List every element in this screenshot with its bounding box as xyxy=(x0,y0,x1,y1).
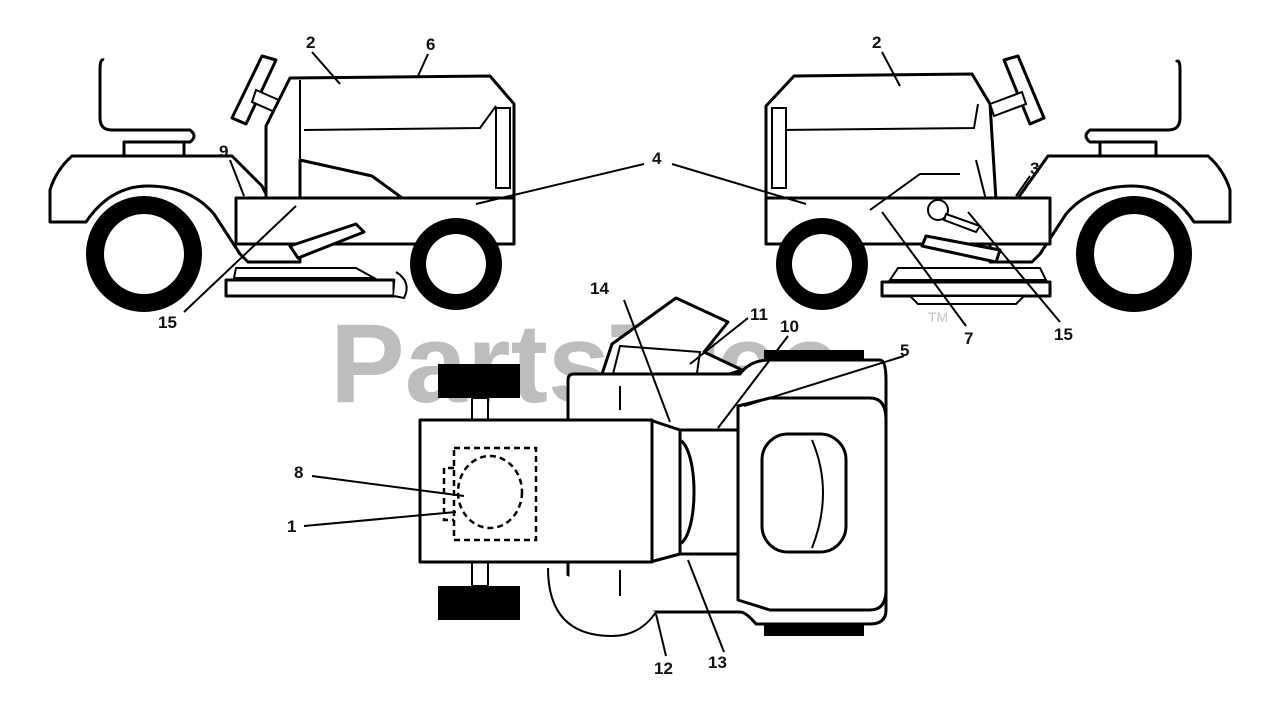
callout-10: 10 xyxy=(780,317,799,336)
callout-12: 12 xyxy=(654,659,673,678)
steering-wheel-right xyxy=(1002,54,1046,126)
tractor-top-view xyxy=(418,296,888,638)
callouts: 2 6 9 15 4 2 3 7 15 14 11 10 5 8 1 12 13 xyxy=(158,33,1073,678)
callout-8: 8 xyxy=(294,463,303,482)
seat-right xyxy=(1084,59,1182,158)
callout-15-right: 15 xyxy=(1054,325,1073,344)
callout-7: 7 xyxy=(964,329,973,348)
seat-left xyxy=(98,58,196,158)
callout-9: 9 xyxy=(219,142,228,161)
callout-6: 6 xyxy=(426,35,435,54)
callout-13: 13 xyxy=(708,653,727,672)
tractor-right-side-view xyxy=(764,54,1232,312)
callout-2-left: 2 xyxy=(306,33,315,52)
callout-11: 11 xyxy=(750,305,768,324)
steering-wheel-left xyxy=(230,54,278,126)
callout-5: 5 xyxy=(900,341,909,360)
watermark-trademark: TM xyxy=(928,309,948,325)
callout-3: 3 xyxy=(1030,159,1039,178)
hood-left xyxy=(264,74,516,212)
hood-right xyxy=(764,72,998,212)
mower-deck-right xyxy=(880,280,1052,298)
leader-lines xyxy=(183,51,1061,657)
tractor-left-side-view xyxy=(48,54,516,312)
callout-2-right: 2 xyxy=(872,33,881,52)
callout-1: 1 xyxy=(287,517,296,536)
callout-4: 4 xyxy=(652,149,662,168)
mower-deck-left xyxy=(224,278,396,298)
callout-15-left: 15 xyxy=(158,313,177,332)
callout-14: 14 xyxy=(590,279,609,298)
